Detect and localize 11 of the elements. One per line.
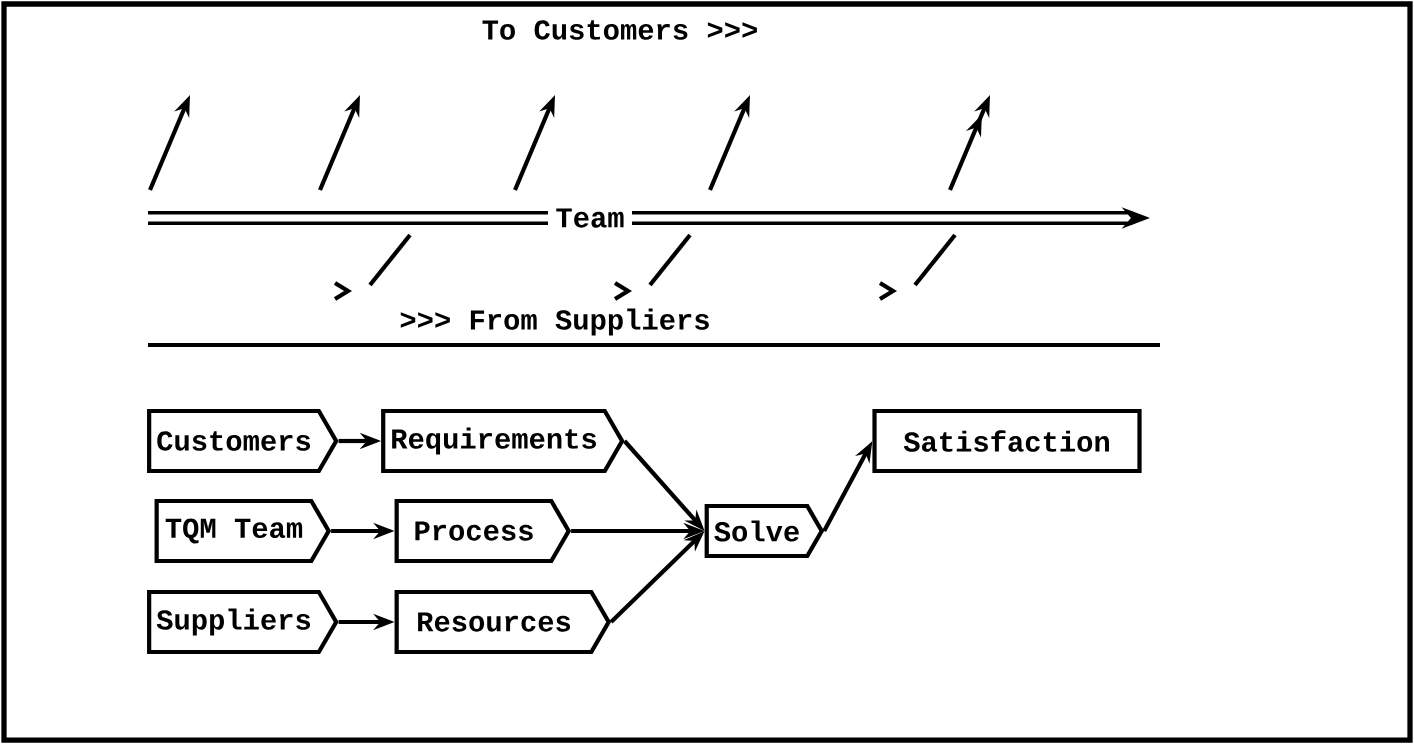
chevron-box: Process	[394, 498, 572, 564]
label-text: Team	[548, 201, 632, 235]
chevron-box: Customers	[147, 408, 339, 474]
chevron-box: TQM Team	[154, 498, 332, 564]
chevron-box: Resources	[394, 589, 612, 655]
chevron-box: Requirements	[381, 408, 625, 474]
chevron-box: Suppliers	[147, 589, 339, 655]
process-box: Satisfaction	[872, 408, 1142, 474]
label-text: To Customers >>>	[474, 13, 766, 47]
chevron-box: Solve	[704, 503, 825, 559]
label-text: >>> From Suppliers	[392, 301, 718, 343]
